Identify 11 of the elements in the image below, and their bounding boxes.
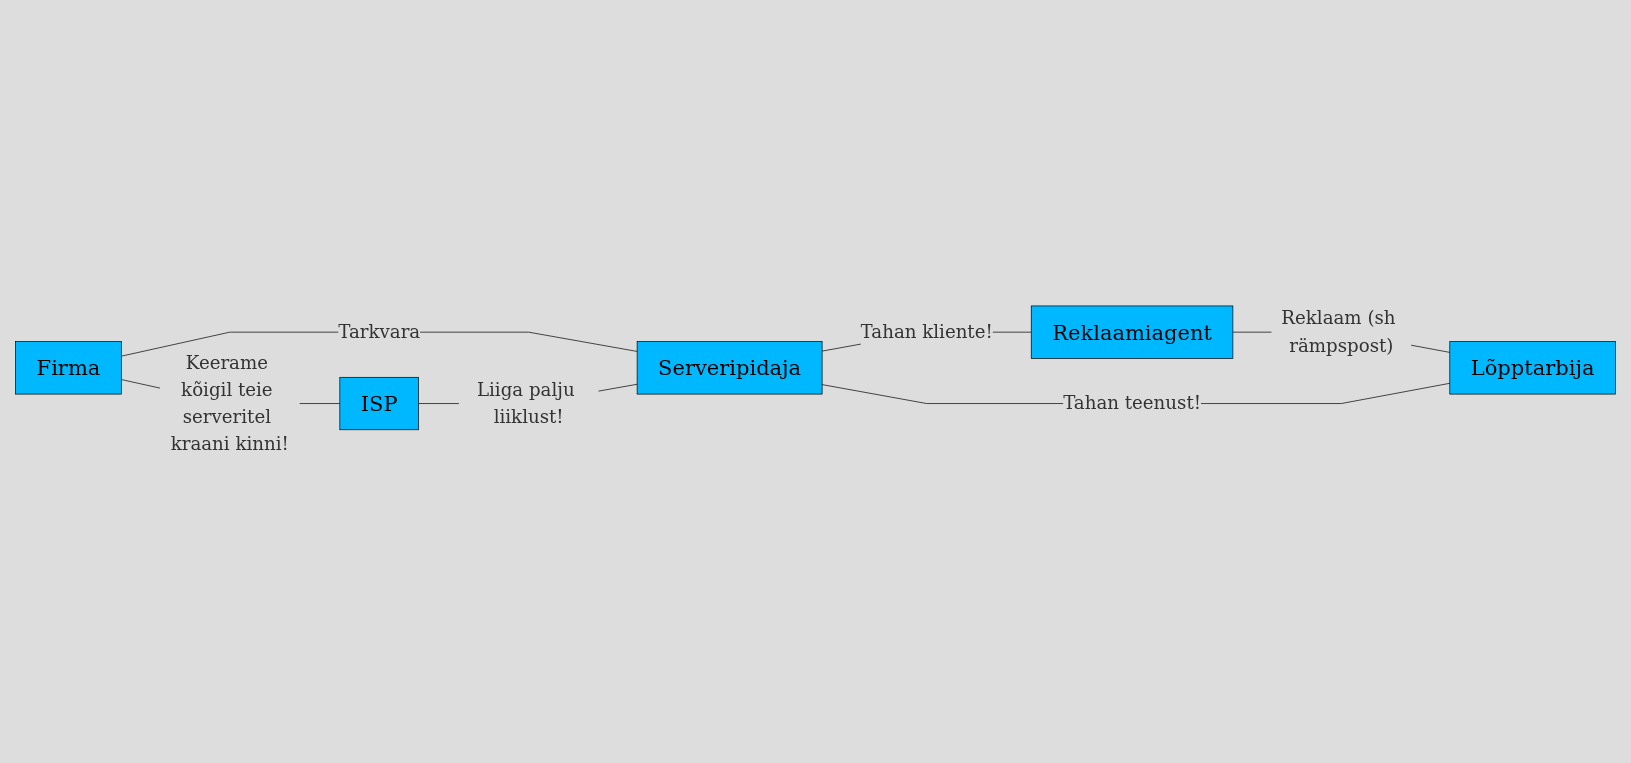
edge-label: Tarkvara (338, 321, 421, 343)
node-box: Lõpptarbija (1449, 341, 1616, 395)
edge-label: Tahan kliente! (860, 321, 993, 343)
edge-label: Reklaam (sh rämpspost) (1281, 307, 1396, 356)
node-box: ISP (339, 376, 419, 431)
edge-label: Liiga palju liiklust! (476, 379, 575, 428)
edge-label: Tahan teenust! (1063, 392, 1201, 414)
node-box: Firma (15, 341, 122, 395)
edge-label: Keerame kõigil teie serveritel kraani kinni! (170, 351, 289, 455)
node-box: Reklaamiagent (1030, 305, 1234, 359)
node-box: Serveripidaja (636, 341, 823, 395)
